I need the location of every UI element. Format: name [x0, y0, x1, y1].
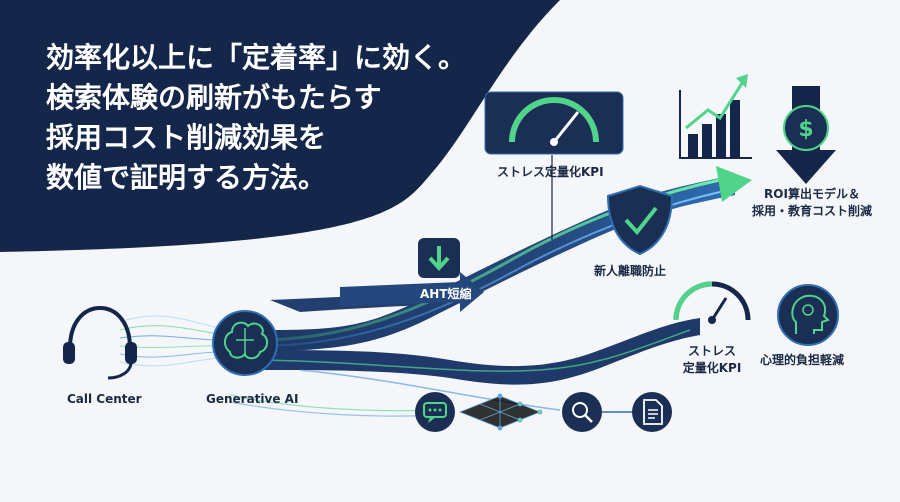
- stress-kpi-top-label: ストレス定量化KPI: [497, 165, 604, 179]
- stress-kpi-line-2: 定量化KPI: [682, 361, 742, 375]
- roi-model-label: ROI算出モデル＆ 採用・教育コスト削減: [752, 186, 872, 220]
- down-arrow-icon: [418, 238, 460, 278]
- brain-icon: [212, 310, 278, 376]
- chat-icon: [415, 392, 455, 432]
- speedometer-icon: [484, 91, 624, 155]
- svg-text:$: $: [798, 117, 813, 142]
- stress-kpi-label: ストレス 定量化KPI: [672, 343, 752, 377]
- headline-line-3: 採用コスト削減効果を: [46, 121, 327, 154]
- search-database-icon: [562, 392, 602, 432]
- attrition-prevention-label: 新人離職防止: [594, 264, 667, 278]
- headline-line-2: 検索体験の刷新がもたらす: [46, 81, 382, 114]
- headset-icon: [63, 305, 137, 380]
- headline-line-4: 数値で証明する方法。: [46, 161, 327, 194]
- neural-network-graphic: [458, 393, 543, 431]
- headline: 効率化以上に「定着率」に効く。 検索体験の刷新がもたらす 採用コスト削減効果を …: [46, 38, 466, 198]
- aht-label: AHT短縮: [420, 287, 472, 301]
- mental-load-label: 心理的負担軽減: [760, 353, 845, 367]
- roi-label-line-2: 採用・教育コスト削減: [752, 204, 873, 218]
- navy-header-block: [0, 0, 560, 252]
- stress-kpi-line-1: ストレス: [687, 344, 736, 358]
- bar-chart-up-icon: [679, 74, 752, 159]
- generative-ai-label: Generative AI: [206, 392, 299, 406]
- dollar-coin-icon: $: [776, 86, 836, 184]
- call-center-label: Call Center: [67, 392, 142, 406]
- headline-line-1: 効率化以上に「定着率」に効く。: [46, 41, 467, 74]
- gauge-icon: [673, 281, 751, 324]
- document-icon: [632, 392, 672, 432]
- shield-check-icon: [606, 184, 674, 256]
- head-mind-icon: [777, 284, 839, 346]
- roi-label-line-1: ROI算出モデル＆: [764, 187, 860, 201]
